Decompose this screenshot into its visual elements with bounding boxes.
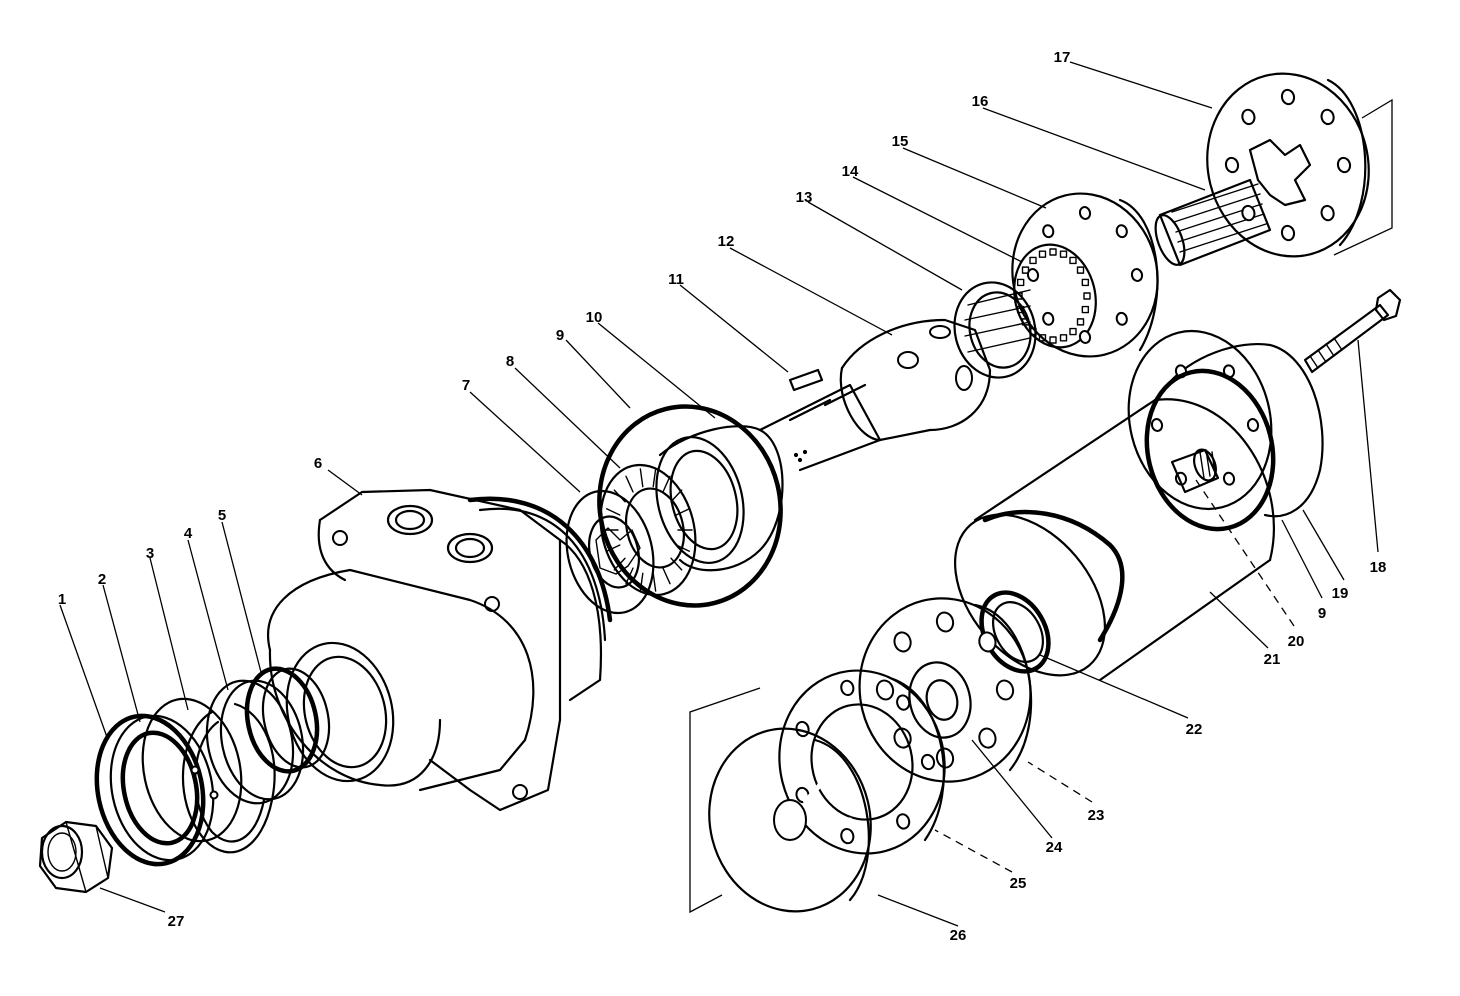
leader-14 (852, 176, 1023, 263)
leader-7 (469, 391, 581, 493)
part-21-cylinder (954, 398, 1275, 682)
leader-25 (934, 829, 1013, 873)
part-27-hex-nut (38, 820, 114, 894)
leader-20 (1195, 479, 1295, 627)
part-8-thrust-bearing (599, 463, 697, 597)
part-7-thrust-washer (565, 489, 655, 615)
callout-8: 8 (506, 353, 514, 370)
leader-23 (1027, 761, 1093, 803)
leader-21 (1209, 591, 1269, 649)
leader-26 (877, 894, 959, 927)
part-9-o-ring-front (597, 404, 783, 608)
callout-16: 16 (972, 93, 989, 110)
leader-3 (149, 557, 189, 711)
callout-5: 5 (218, 507, 226, 524)
leader-27 (99, 887, 166, 913)
callout-2: 2 (98, 571, 106, 588)
part-18-bolt (1303, 288, 1402, 374)
leader-15 (902, 147, 1047, 209)
callout-22: 22 (1186, 721, 1203, 738)
part-6-housing (267, 488, 613, 812)
part-12-shaft (758, 318, 992, 472)
leader-6 (327, 469, 363, 496)
leader-9b (1281, 519, 1323, 599)
callout-labels: 1234567891011121314151617181992021222324… (58, 49, 1387, 944)
callout-18: 18 (1370, 559, 1387, 576)
part-23-rotor-housing (858, 597, 1033, 783)
leader-24 (971, 739, 1053, 839)
callout-15: 15 (892, 133, 909, 150)
leader-4 (187, 539, 229, 691)
callout-7: 7 (462, 377, 470, 394)
bracket-top-right (1333, 98, 1393, 256)
leader-5 (221, 521, 263, 677)
leader-1 (59, 604, 109, 741)
callout-1: 1 (58, 591, 66, 608)
callout-6: 6 (314, 455, 322, 472)
callout-12: 12 (718, 233, 735, 250)
callout-23: 23 (1088, 807, 1105, 824)
leader-18 (1357, 339, 1379, 553)
part-15-plate (1011, 192, 1159, 358)
part-19-end-cap (1127, 329, 1324, 518)
callout-14: 14 (842, 163, 859, 180)
callout-4: 4 (184, 525, 193, 542)
part-14-roller-cage (1013, 243, 1097, 349)
callout-21: 21 (1264, 651, 1281, 668)
leader-12 (729, 247, 893, 336)
callout-19: 19 (1332, 585, 1349, 602)
callout-13: 13 (796, 189, 813, 206)
callout-24: 24 (1046, 839, 1063, 856)
callout-9a: 9 (556, 327, 564, 344)
callout-27: 27 (168, 913, 185, 930)
callout-26: 26 (950, 927, 967, 944)
leader-11 (679, 284, 789, 373)
leader-22 (1039, 654, 1189, 719)
part-26-manifold-plate (708, 727, 872, 913)
callout-20: 20 (1288, 633, 1305, 650)
callout-11: 11 (668, 271, 684, 288)
leader-10 (597, 322, 716, 419)
callout-25: 25 (1010, 875, 1027, 892)
callout-17: 17 (1054, 49, 1071, 66)
part-9-o-ring-rear (1144, 368, 1276, 532)
callout-9b: 9 (1318, 605, 1326, 622)
part-17-rotor-plate (1206, 72, 1370, 258)
part-11-key (788, 368, 824, 392)
part-20-plug (1170, 448, 1220, 494)
leader-17 (1069, 61, 1213, 109)
part-10-bearing-race (655, 425, 784, 572)
leader-lines (59, 61, 1379, 927)
leader-19 (1302, 509, 1345, 581)
leader-2 (102, 584, 141, 723)
bracket-bottom-left (689, 687, 761, 914)
callout-10: 10 (586, 309, 603, 326)
leader-8 (514, 367, 621, 469)
callout-3: 3 (146, 545, 154, 562)
leader-13 (807, 201, 963, 291)
part-22-ring-seal (979, 590, 1051, 674)
part-16-splined-drive (1154, 178, 1272, 267)
leader-16 (982, 107, 1206, 191)
leader-9a (565, 339, 631, 409)
